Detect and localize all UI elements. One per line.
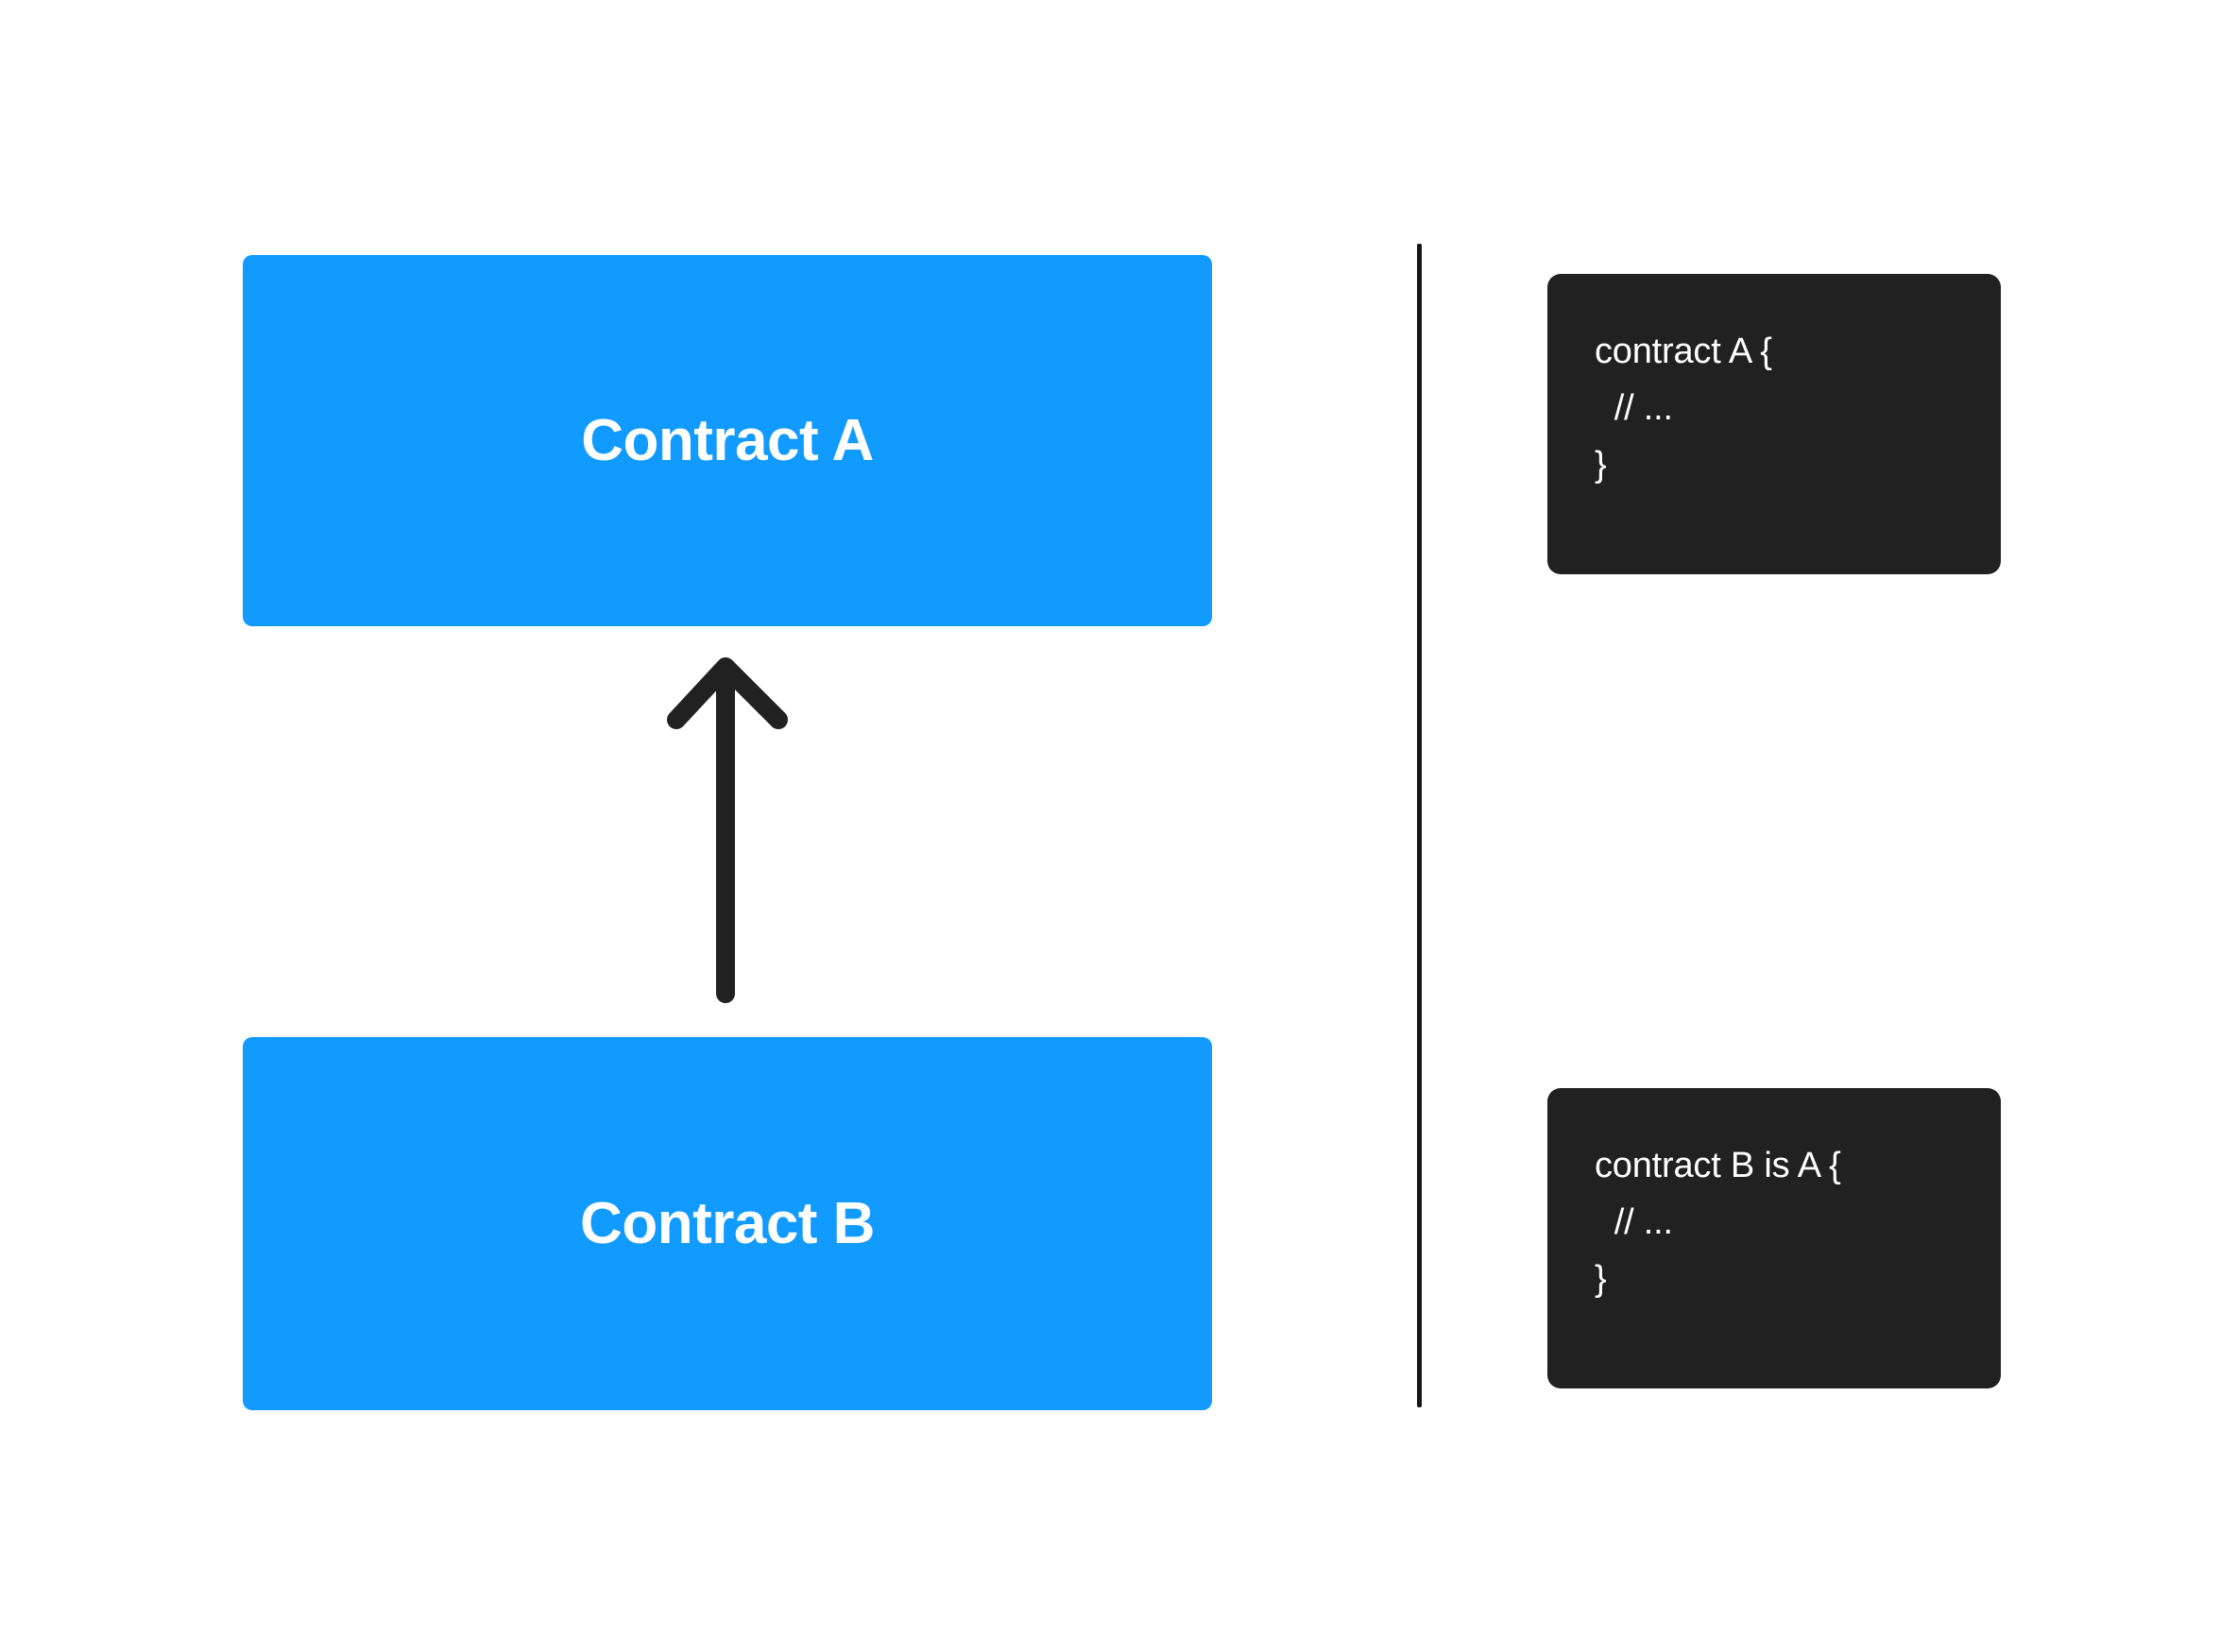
code-line: contract B is A {	[1595, 1146, 1841, 1185]
contract-node-b[interactable]: Contract B	[243, 1037, 1212, 1410]
code-card-contract-a: contract A { // ... }	[1547, 274, 2001, 574]
code-line: contract A {	[1595, 332, 1772, 371]
contract-node-a[interactable]: Contract A	[243, 255, 1212, 626]
code-line: // ...	[1595, 388, 1673, 428]
code-line: // ...	[1595, 1202, 1673, 1242]
code-line: }	[1595, 1259, 1607, 1299]
contract-node-a-label: Contract A	[581, 407, 874, 473]
code-card-contract-b: contract B is A { // ... }	[1547, 1088, 2001, 1388]
vertical-divider	[1417, 244, 1422, 1407]
code-line: }	[1595, 445, 1607, 485]
contract-node-b-label: Contract B	[580, 1190, 875, 1256]
inheritance-arrow-icon	[667, 657, 788, 1003]
arrow-head	[667, 657, 788, 729]
